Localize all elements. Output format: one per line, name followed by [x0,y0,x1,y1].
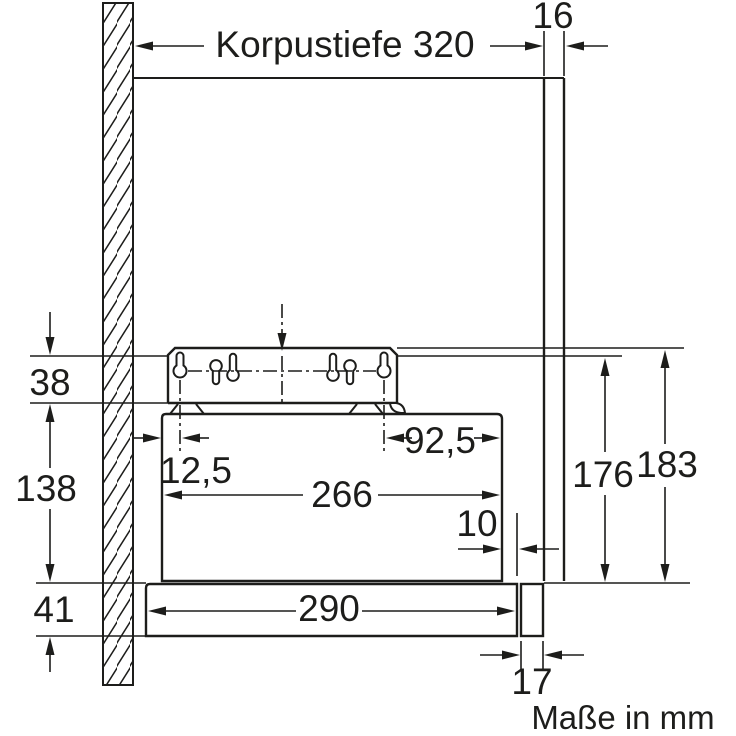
keyhole-slot-icon [226,352,240,382]
arrowhead-icon [502,650,520,660]
appliance-body [160,412,504,583]
arrowhead-icon [45,637,55,655]
arrowhead-icon [544,650,562,660]
dim-keyhole-offset-left: 12,5 [133,433,232,491]
drawer-front-strip [519,582,545,638]
arrowhead-icon [164,490,182,500]
bracket-foot-line [374,403,384,415]
keyhole-slot-icon [172,351,188,379]
dim-138-label: 138 [15,468,77,509]
dim-10-label: 10 [456,503,497,544]
arrowhead-icon [45,564,55,582]
arrowhead-icon [600,358,610,376]
extension-lines [30,347,690,671]
dim-bracket-band: 38 [29,312,71,403]
dim-183-label: 183 [636,444,698,485]
bracket-foot-line [195,403,205,415]
dim-176-label: 176 [572,454,634,495]
dim-front-strip: 17 [480,650,584,702]
arrowhead-icon [182,433,200,443]
arrowhead-icon [143,433,161,443]
arrowhead-icon [566,41,584,51]
dim-12-5-label: 12,5 [160,450,232,491]
units-note: Maße in mm [531,699,714,736]
mounting-bracket [166,304,407,452]
arrowhead-icon [660,564,670,582]
arrowhead-icon [660,350,670,368]
dim-drawer-height: 41 [33,589,75,672]
dim-body-height: 138 [15,404,77,582]
bracket-tab [388,402,407,414]
dim-92-5-label: 92,5 [404,420,476,461]
arrowhead-icon [386,433,404,443]
wall [102,2,134,686]
keyhole-slot-icon [343,359,357,386]
dim-korpustiefe-label: Korpustiefe 320 [215,24,474,65]
dim-height-bracket: 183 [636,350,698,582]
keyhole-slot-icon [209,359,223,386]
arrowhead-icon [45,337,55,355]
pullout-drawer [144,582,519,638]
cabinet-side-panel [542,31,566,581]
arrowhead-icon [497,606,515,616]
dim-panel-thickness: 16 [532,0,608,51]
arrowhead-icon [525,41,543,51]
arrowhead-icon [482,490,500,500]
arrowhead-icon [135,41,153,51]
wall-hatch [102,2,134,686]
dim-front-gap: 10 [456,503,559,554]
dim-41-label: 41 [33,589,74,630]
arrowhead-icon [482,433,500,443]
dim-290-label: 290 [298,588,360,629]
dim-17-label: 17 [511,661,552,702]
bracket-foot-line [169,403,179,415]
arrowhead-icon [483,544,501,554]
dim-drawer-depth: 290 [148,588,515,629]
arrowhead-icon [45,404,55,422]
dim-38-label: 38 [29,362,70,403]
arrowhead-icon [519,544,537,554]
keyhole-slot-icon [326,352,340,382]
dim-keyhole-offset-right: 92,5 [386,420,500,461]
keyhole-slot-icon [376,351,392,379]
dim-height-keyhole: 176 [572,358,634,582]
dim-266-label: 266 [311,474,373,515]
dim-body-depth: 266 [164,474,500,515]
dim-16-label: 16 [532,0,573,36]
arrowhead-icon [148,606,166,616]
dim-korpustiefe: Korpustiefe 320 [135,24,543,65]
arrowhead-icon [600,564,610,582]
bracket-foot-line [348,403,358,415]
